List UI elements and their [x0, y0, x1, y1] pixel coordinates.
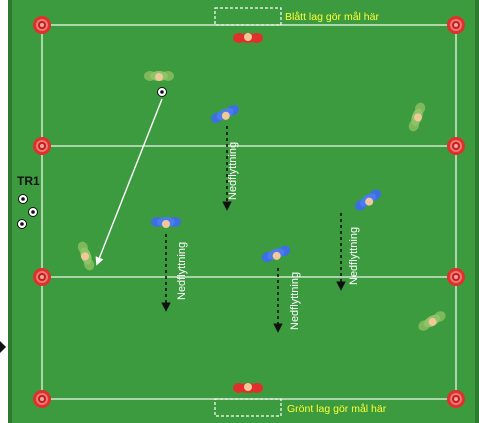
ball-group-label: TR1 [17, 174, 40, 188]
cone-icon [447, 137, 465, 155]
red-keeper-top-player-icon [233, 33, 263, 43]
move-label-2: Nedflyttning [176, 242, 188, 300]
marker-diamond-icon [0, 341, 6, 353]
ball-icon [158, 88, 167, 97]
pitch-edge-left [8, 0, 12, 423]
cone-icon [33, 137, 51, 155]
blue-player-icon [151, 217, 181, 228]
cone-icon [33, 390, 51, 408]
cone-icon [33, 16, 51, 34]
move-label-4: Nedflyttning [348, 227, 360, 285]
move-label-1: Nedflyttning [227, 142, 239, 200]
green-player-icon [144, 71, 174, 81]
cone-icon [447, 16, 465, 34]
pitch-field [8, 0, 479, 423]
bottom-goal-text: Grönt lag gör mål här [287, 403, 387, 415]
cone-icon [447, 268, 465, 286]
pitch-edge-right [475, 0, 479, 423]
cone-icon [33, 268, 51, 286]
red-keeper-bottom-player-icon [233, 383, 263, 393]
move-label-3: Nedflyttning [289, 272, 301, 330]
top-goal-text: Blått lag gör mål här [285, 11, 379, 23]
cone-icon [447, 390, 465, 408]
ball-icon [18, 220, 27, 229]
ball-icon [29, 208, 38, 217]
ball-icon [19, 195, 28, 204]
